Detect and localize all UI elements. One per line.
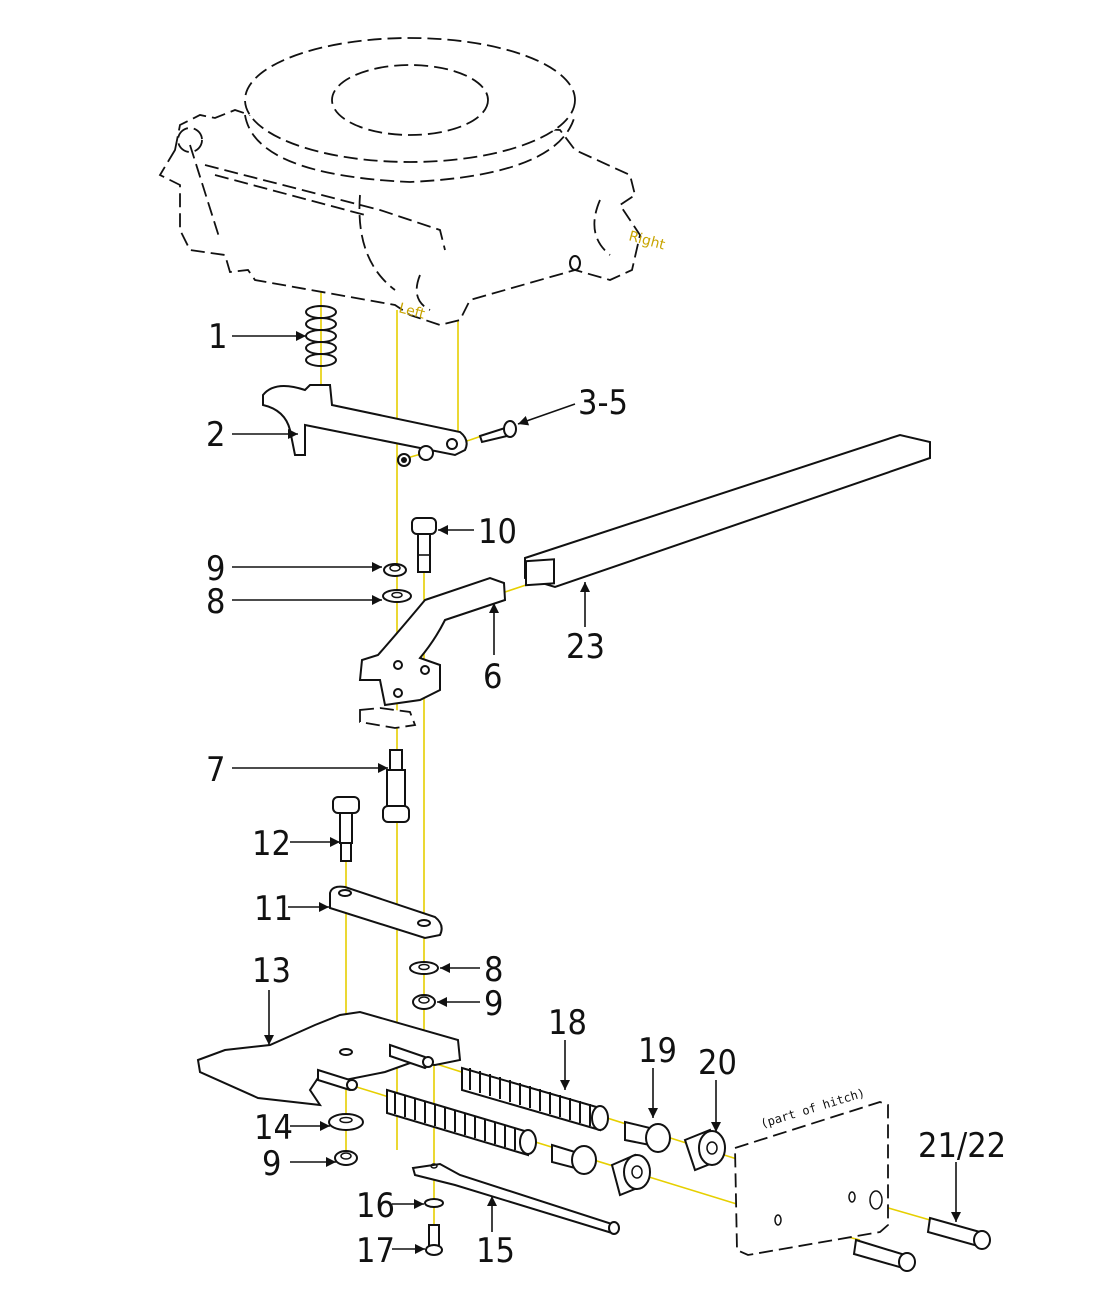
part-8-washer-upper [382, 589, 412, 603]
part-21-22-bolts [852, 1216, 991, 1272]
part-3-5-pin [478, 420, 517, 444]
callout-19: 19 [638, 1031, 677, 1071]
callout-9-middle: 9 [484, 984, 503, 1024]
callout-15: 15 [476, 1231, 515, 1271]
assembly-axis-lines [320, 180, 931, 1241]
part-2-latch-lever [262, 384, 468, 467]
part-12-bolt [332, 796, 360, 862]
callout-18: 18 [548, 1003, 587, 1043]
callout-10: 10 [478, 512, 517, 552]
part-19-guide-bolt [551, 1120, 671, 1175]
part-6-handle [358, 576, 507, 729]
part-10-bolt [411, 517, 437, 573]
callout-11: 11 [254, 889, 293, 929]
part-9-nut-lower [334, 1150, 358, 1166]
callout-9-lower: 9 [262, 1144, 281, 1184]
part-8-washer-lower [409, 961, 439, 975]
callout-8-lower: 8 [484, 950, 503, 990]
part-13-base-plate [196, 1010, 462, 1107]
callout-2: 2 [206, 415, 225, 455]
hitch-plate-phantom: (part of hitch) [734, 1086, 889, 1256]
part-9-nut-upper [383, 563, 407, 577]
callout-1: 1 [208, 317, 227, 357]
part-7-shoulder-pin [382, 749, 410, 823]
part-23-square-tube [524, 433, 931, 589]
part-15-rod [411, 1162, 620, 1235]
callout-17: 17 [356, 1231, 395, 1271]
left-side-annotation: Left [397, 300, 427, 322]
spring-upper [461, 1066, 609, 1132]
part-18-springs [386, 1066, 609, 1157]
callout-6: 6 [483, 657, 502, 697]
callout-13: 13 [252, 951, 291, 991]
spring-lower [386, 1088, 537, 1157]
callout-3-5: 3-5 [578, 383, 628, 423]
part-14-thick-washer [328, 1113, 364, 1131]
fifth-wheel-assembly: Left Right [158, 37, 667, 326]
leader-lines [232, 331, 961, 1254]
part-16-small-washer [424, 1198, 444, 1208]
callout-9-upper: 9 [206, 549, 225, 589]
callout-23: 23 [566, 627, 605, 667]
callout-7: 7 [206, 750, 225, 790]
part-20-bushing [610, 1128, 726, 1197]
callout-20: 20 [698, 1043, 737, 1083]
callout-12: 12 [252, 824, 291, 864]
part-17-small-bolt [425, 1224, 443, 1256]
part-9-nut-middle [412, 994, 436, 1010]
callout-14: 14 [254, 1108, 293, 1148]
callout-labels: 1 2 3-5 10 9 8 6 23 7 12 11 13 8 9 18 19… [206, 317, 1006, 1271]
callout-21-22: 21/22 [918, 1126, 1006, 1166]
part-11-link-plate [329, 885, 443, 940]
callout-16: 16 [356, 1186, 395, 1226]
callout-8-upper: 8 [206, 582, 225, 622]
